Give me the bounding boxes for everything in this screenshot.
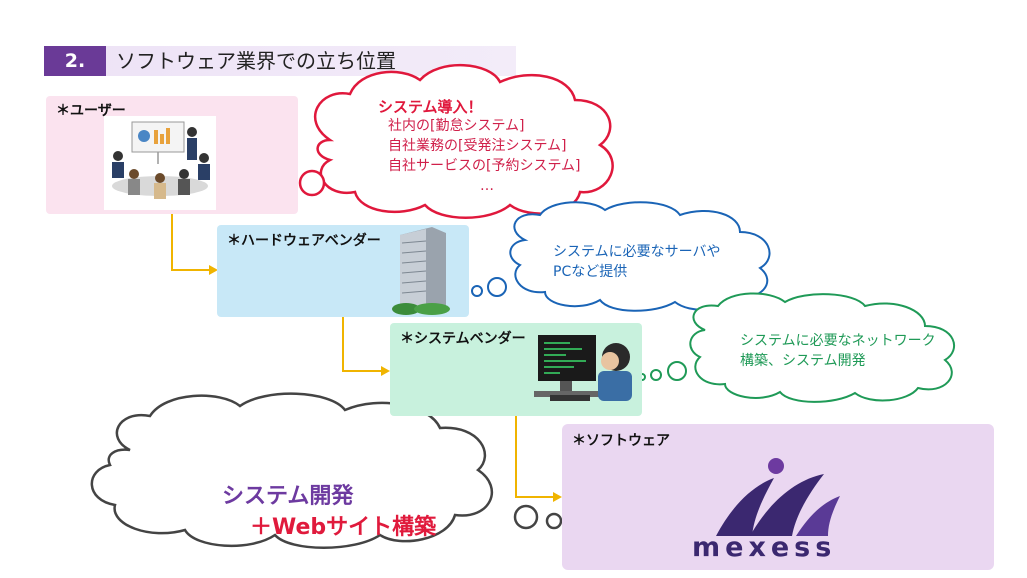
system-box: ＊システムベンダー <box>390 323 642 416</box>
cloud-software <box>90 392 580 549</box>
connector-user-hardware <box>171 214 210 271</box>
cloud-user-line: … <box>480 178 494 194</box>
mexess-logo-mark <box>716 458 840 536</box>
programmer-illustration <box>534 335 632 401</box>
building-icon <box>392 227 450 315</box>
cloud-system-text: システムに必要なネットワーク 構築、システム開発 <box>740 331 936 371</box>
section-number: 2. <box>44 46 106 76</box>
cloud-system-line: システムに必要なネットワーク <box>740 333 936 349</box>
software-box: ＊ソフトウェア <box>562 424 994 570</box>
arrowhead <box>553 492 562 502</box>
cloud-user-line: 自社サービスの[予約システム] <box>388 158 581 174</box>
cloud-user-line: 自社業務の[受発注システム] <box>388 138 567 154</box>
hardware-box: ＊ハードウェアベンダー <box>217 225 469 317</box>
cloud-software-line1: システム開発 <box>222 484 354 509</box>
connector-hardware-system <box>342 317 382 372</box>
cloud-hardware-line: PCなど提供 <box>553 264 628 280</box>
cloud-user-title: システム導入！ <box>378 98 483 116</box>
connector-system-software <box>515 416 555 498</box>
connectors <box>171 214 555 498</box>
cloud-user-lines: 社内の[勤怠システム] 自社業務の[受発注システム] 自社サービスの[予約システ… <box>388 116 581 196</box>
hardware-label: ＊ハードウェアベンダー <box>227 233 381 249</box>
software-label: ＊ソフトウェア <box>572 433 670 449</box>
meeting-illustration <box>104 116 216 210</box>
user-box: ＊ユーザー <box>46 96 298 214</box>
cloud-hardware-line: システムに必要なサーバや <box>553 244 721 260</box>
user-label: ＊ユーザー <box>56 103 126 119</box>
cloud-software-line2: ＋Webサイト構築 <box>250 515 437 540</box>
mexess-logo-text: mexess <box>692 532 837 563</box>
cloud-user-line: 社内の[勤怠システム] <box>388 118 525 134</box>
page-title: ソフトウェア業界での立ち位置 <box>116 49 396 73</box>
arrowhead <box>381 366 390 376</box>
arrowhead <box>209 265 218 275</box>
cloud-system-line: 構築、システム開発 <box>740 353 866 369</box>
system-label: ＊システムベンダー <box>400 331 526 347</box>
cloud-hardware-text: システムに必要なサーバや PCなど提供 <box>553 242 720 282</box>
